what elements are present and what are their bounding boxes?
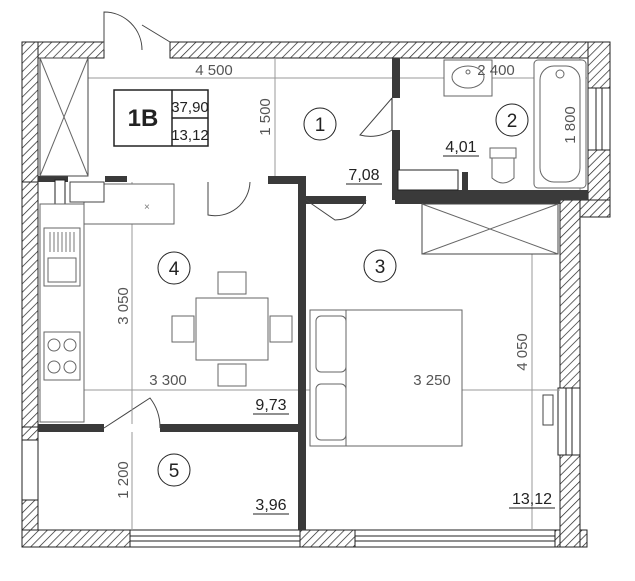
room-number-2: 2 [507,111,518,132]
room-area-5: 3,96 [255,497,286,514]
room-area-3: 13,12 [512,491,552,508]
dim-kitchen-depth: 3 050 [115,287,132,325]
room-area-4: 9,73 [255,397,286,414]
stove [43,331,81,381]
unit-label-box: 1В 37,90 13,12 [113,89,209,147]
room-number-3: 3 [375,257,386,278]
dim-hall-width: 4 500 [195,62,233,79]
bedroom-wardrobe [421,203,559,255]
dining-table [171,271,293,387]
room-area-1: 7,08 [348,167,379,184]
living-area: 13,12 [171,127,209,144]
room-number-1: 1 [315,115,326,136]
dim-bedroom-depth: 4 050 [514,333,531,371]
dim-balcony-depth: 1 200 [115,461,132,499]
bed [309,309,463,447]
room-areas: 7,08 4,01 13,12 9,73 3,96 [253,139,555,515]
room-number-4: 4 [169,259,180,280]
wardrobe [39,57,89,177]
bathtub [533,59,587,189]
room-area-2: 4,01 [445,139,476,156]
svg-text:×: × [144,202,150,213]
unit-code: 1В [128,105,159,132]
dim-bedroom-width: 3 250 [413,372,451,389]
sink-bathroom [443,59,493,97]
room-numbers: 1 2 3 4 5 [157,103,529,487]
dim-bath-depth: 1 800 [562,106,579,144]
windows [21,87,611,548]
dim-hall-depth: 1 500 [257,98,274,136]
interior-walls [38,58,588,530]
toilet [489,147,517,184]
dim-bath-width: 2 400 [477,62,515,79]
dim-kitchen-width: 3 300 [149,372,187,389]
doors [103,11,393,429]
total-area: 37,90 [171,99,209,116]
room-number-5: 5 [169,461,180,482]
dimension-labels: 4 500 1 500 2 400 1 800 3 050 3 300 3 25… [115,62,579,499]
kitchen-sink [43,227,81,287]
